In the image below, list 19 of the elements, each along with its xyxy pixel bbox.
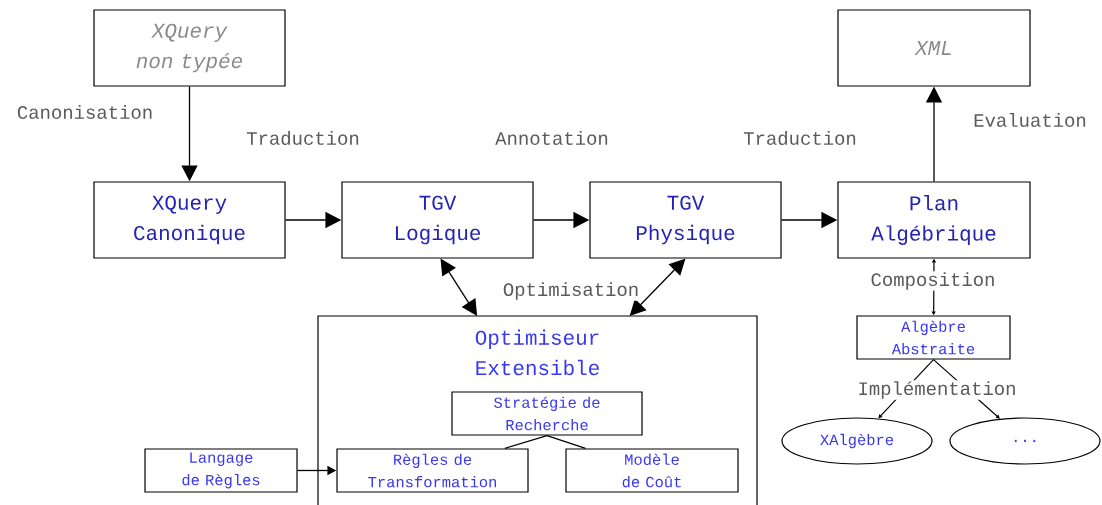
process-box: Plan Algébrique — [837, 181, 1031, 259]
process-box: TGV Physique — [589, 181, 782, 259]
process-label: Optimisation — [503, 282, 638, 300]
process-box: Langage de Règles — [144, 448, 298, 493]
edge-label: Traduction — [743, 131, 856, 145]
process-box: XQuery non typée — [93, 9, 286, 87]
process-label: Implémentation — [859, 381, 1015, 399]
edge-label: Traduction — [246, 131, 359, 145]
process-box: Algèbre Abstraite — [856, 315, 1011, 360]
process-box: Modèle de Coût — [565, 448, 739, 493]
edge-label: Canonisation — [17, 105, 152, 119]
process-box: TGV Logique — [341, 181, 534, 259]
edge-label: Annotation — [495, 131, 608, 145]
process-box: XQuery Canonique — [93, 181, 286, 259]
edge-label: Evaluation — [974, 113, 1086, 127]
process-box: Règles de Transformation — [336, 448, 529, 493]
process-box: Stratégie de Recherche — [451, 391, 643, 436]
process-box: XML — [837, 9, 1031, 87]
edge-label: Composition — [871, 272, 994, 290]
